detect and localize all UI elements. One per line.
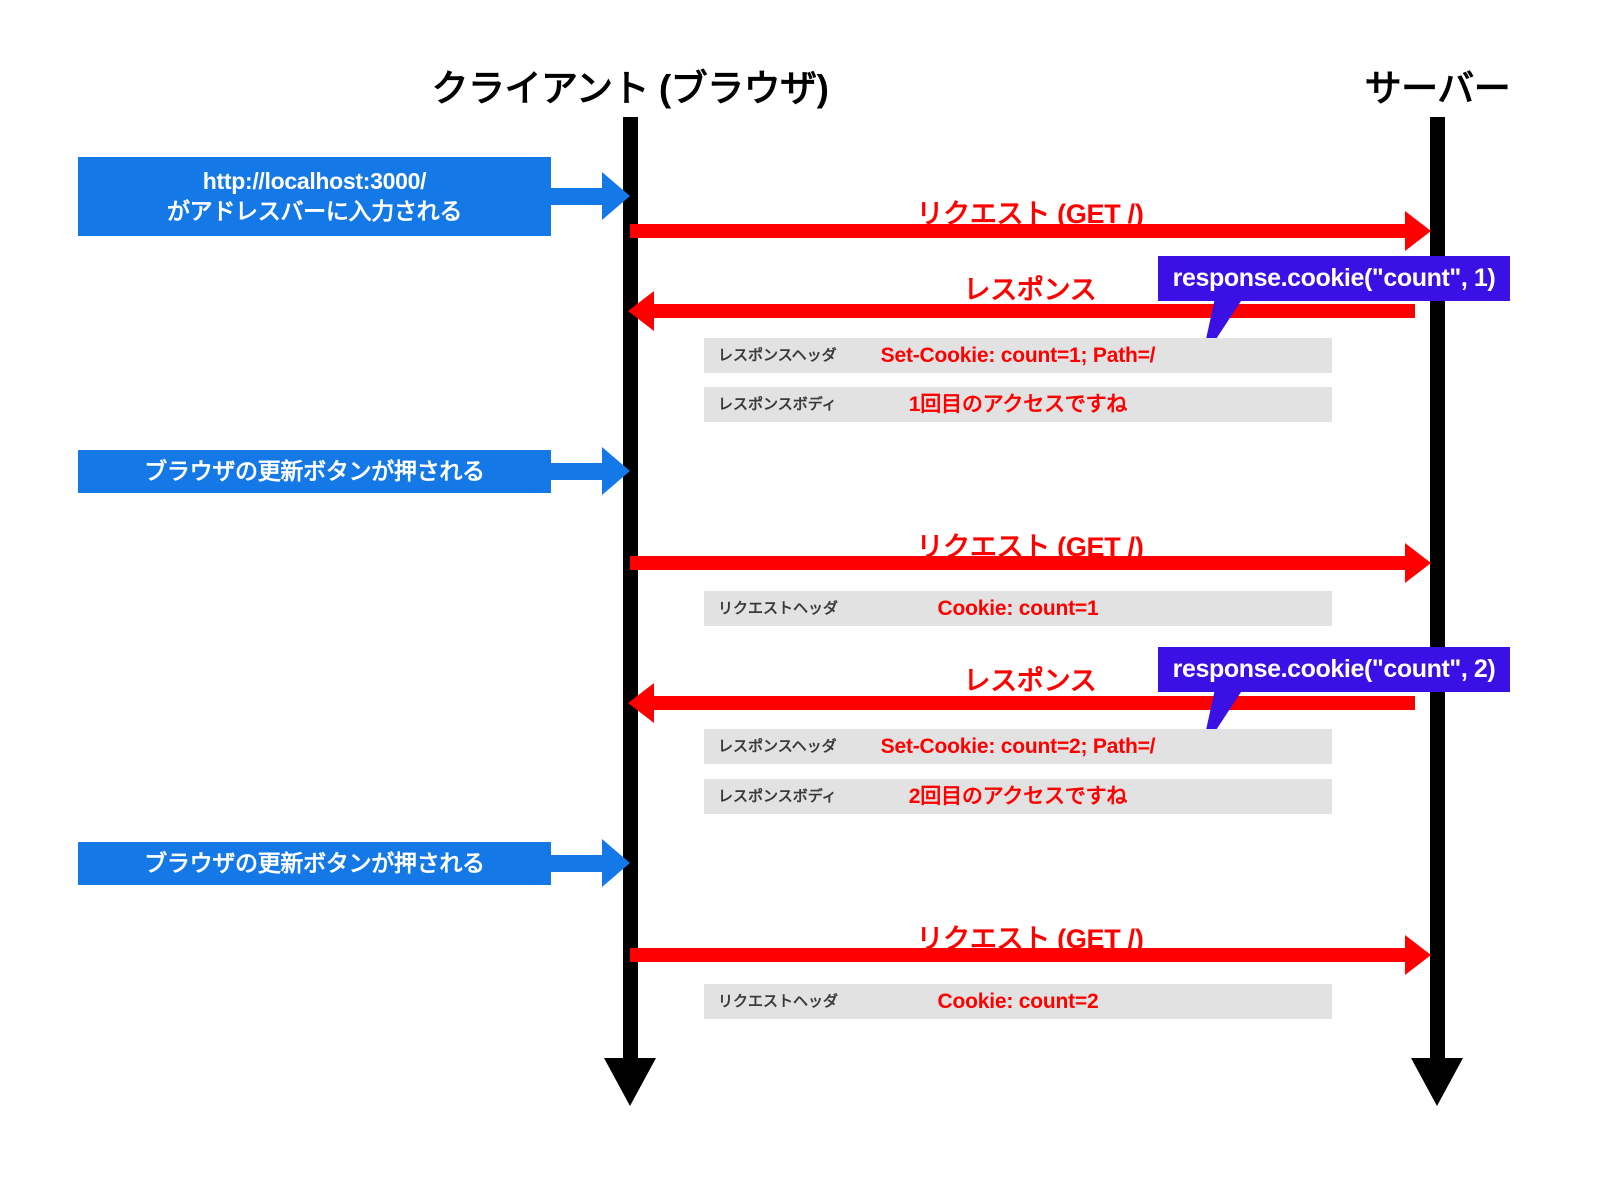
header-row-key: リクエストヘッダ	[718, 600, 839, 617]
message-arrowhead-request-1	[1405, 211, 1431, 251]
actor-note-2-arrow-shaft	[551, 463, 613, 480]
lifeline-server	[1430, 117, 1445, 1062]
header-row-value: Cookie: count=1	[937, 597, 1099, 620]
header-row-request-header-1: リクエストヘッダ Cookie: count=1	[704, 591, 1332, 626]
participant-label-server: サーバー	[1364, 68, 1511, 109]
message-label-response-1: レスポンス	[963, 275, 1097, 305]
header-row-value: 1回目のアクセスですね	[908, 393, 1128, 416]
actor-note-refresh-2: ブラウザの更新ボタンが押される	[78, 842, 551, 885]
header-row-value: 2回目のアクセスですね	[908, 785, 1128, 808]
header-row-key: リクエストヘッダ	[718, 993, 839, 1010]
message-line-request-3	[630, 948, 1408, 962]
message-arrowhead-request-3	[1405, 935, 1431, 975]
message-label-response-2: レスポンス	[963, 666, 1097, 696]
message-line-request-2	[630, 556, 1408, 570]
header-row-value: Set-Cookie: count=2; Path=/	[880, 735, 1156, 758]
lifeline-server-arrowhead	[1411, 1058, 1463, 1106]
message-arrowhead-request-2	[1405, 543, 1431, 583]
message-line-request-1	[630, 224, 1408, 238]
header-row-response-body-2: レスポンスボディ 2回目のアクセスですね	[704, 779, 1332, 814]
message-arrowhead-response-1	[628, 291, 654, 331]
actor-note-line1: ブラウザの更新ボタンが押される	[144, 457, 485, 484]
actor-note-line2: がアドレスバーに入力される	[166, 197, 463, 224]
callout-response-cookie-1: response.cookie("count", 1)	[1158, 256, 1510, 301]
header-row-response-body-1: レスポンスボディ 1回目のアクセスですね	[704, 387, 1332, 422]
header-row-value: Set-Cookie: count=1; Path=/	[880, 344, 1156, 367]
lifeline-client	[623, 117, 638, 1062]
message-line-response-1	[652, 304, 1415, 318]
header-row-value: Cookie: count=2	[937, 990, 1099, 1013]
actor-note-3-arrow-head	[602, 839, 630, 887]
actor-note-refresh-1: ブラウザの更新ボタンが押される	[78, 450, 551, 493]
actor-note-2-arrow-head	[602, 447, 630, 495]
actor-note-1-arrow-head	[602, 172, 630, 220]
actor-note-url-entered: http://localhost:3000/ がアドレスバーに入力される	[78, 157, 551, 236]
message-arrowhead-response-2	[628, 683, 654, 723]
actor-note-3-arrow-shaft	[551, 855, 613, 872]
message-line-response-2	[652, 696, 1415, 710]
actor-note-line1: ブラウザの更新ボタンが押される	[144, 849, 485, 876]
callout-response-cookie-2: response.cookie("count", 2)	[1158, 647, 1510, 692]
actor-note-line1: http://localhost:3000/	[202, 168, 427, 195]
actor-note-1-arrow-shaft	[551, 188, 613, 205]
header-row-key: レスポンスボディ	[718, 396, 837, 413]
header-row-request-header-2: リクエストヘッダ Cookie: count=2	[704, 984, 1332, 1019]
header-row-response-header-1: レスポンスヘッダ Set-Cookie: count=1; Path=/	[704, 338, 1332, 373]
lifeline-client-arrowhead	[604, 1058, 656, 1106]
header-row-key: レスポンスヘッダ	[718, 347, 837, 364]
header-row-response-header-2: レスポンスヘッダ Set-Cookie: count=2; Path=/	[704, 729, 1332, 764]
header-row-key: レスポンスボディ	[718, 788, 837, 805]
participant-label-client: クライアント (ブラウザ)	[431, 68, 829, 109]
header-row-key: レスポンスヘッダ	[718, 738, 837, 755]
